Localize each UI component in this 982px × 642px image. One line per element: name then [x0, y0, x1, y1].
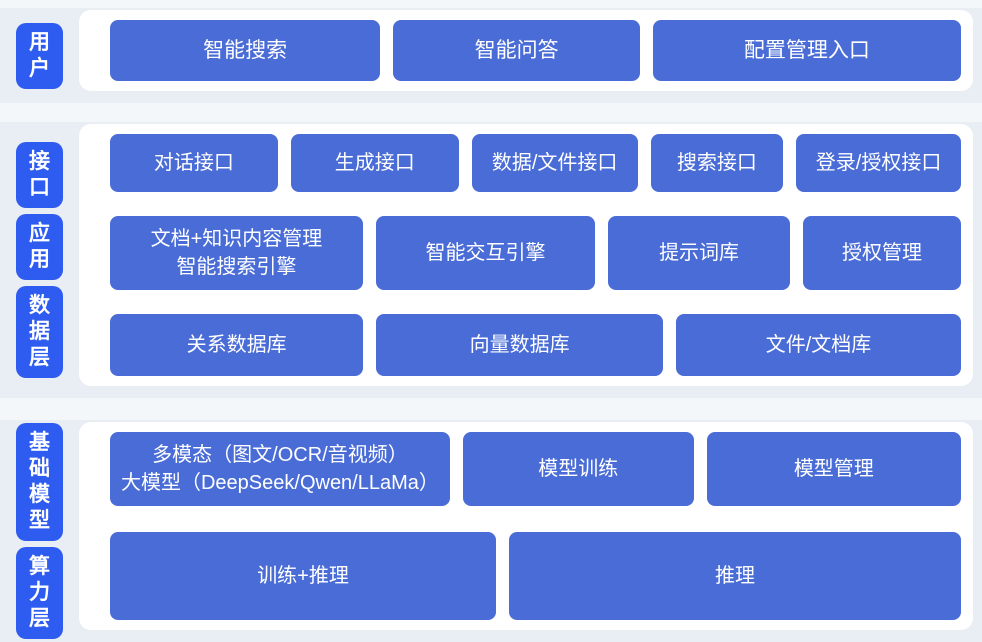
user-layer-label-col: 用户 [16, 8, 63, 103]
block-relational-db: 关系数据库 [110, 314, 364, 376]
layer-label-compute: 算力层 [16, 547, 63, 639]
block-smart-search: 智能搜索 [110, 20, 381, 81]
data-row: 关系数据库 向量数据库 文件/文档库 [110, 314, 961, 376]
block-line-2: 大模型（DeepSeek/Qwen/LLaMa） [120, 472, 439, 494]
block-dialog-api: 对话接口 [110, 134, 278, 192]
block-model-management: 模型管理 [706, 432, 962, 506]
block-interactive-engine: 智能交互引擎 [375, 216, 596, 290]
block-line-2: 智能搜索引擎 [176, 256, 297, 278]
application-row: 文档+知识内容管理 智能搜索引擎 智能交互引擎 提示词库 授权管理 [110, 216, 961, 290]
block-generation-api: 生成接口 [290, 134, 459, 192]
layer-label-foundation-model: 基础模型 [16, 423, 63, 541]
base-layer-panel: 多模态（图文/OCR/音视频） 大模型（DeepSeek/Qwen/LLaMa）… [79, 422, 973, 630]
block-multimodal-llm: 多模态（图文/OCR/音视频） 大模型（DeepSeek/Qwen/LLaMa） [110, 432, 450, 506]
block-file-doc-store: 文件/文档库 [676, 314, 961, 376]
block-config-management-entry: 配置管理入口 [652, 20, 961, 81]
section-base-layers: 基础模型 算力层 多模态（图文/OCR/音视频） 大模型（DeepSeek/Qw… [0, 420, 982, 642]
user-layer-row: 智能搜索 智能问答 配置管理入口 [110, 20, 961, 81]
section-user-layer: 用户 智能搜索 智能问答 配置管理入口 [0, 8, 982, 103]
middle-layer-panel: 对话接口 生成接口 数据/文件接口 搜索接口 登录/授权接口 文档+知识内容管理… [79, 124, 973, 386]
block-training-inference: 训练+推理 [110, 532, 497, 620]
middle-layer-label-col: 接口 应用 数据层 [16, 122, 63, 398]
user-layer-panel: 智能搜索 智能问答 配置管理入口 [79, 10, 973, 91]
layer-label-user: 用户 [16, 22, 63, 89]
block-data-file-api: 数据/文件接口 [471, 134, 638, 192]
layer-label-interface: 接口 [16, 142, 63, 208]
compute-row: 训练+推理 推理 [110, 532, 961, 620]
section-middle-layers: 接口 应用 数据层 对话接口 生成接口 数据/文件接口 搜索接口 登录/授权接口… [0, 122, 982, 398]
foundation-model-row: 多模态（图文/OCR/音视频） 大模型（DeepSeek/Qwen/LLaMa）… [110, 432, 962, 506]
block-login-auth-api: 登录/授权接口 [796, 134, 961, 192]
block-prompt-library: 提示词库 [608, 216, 790, 290]
block-model-training: 模型训练 [462, 432, 694, 506]
layer-label-application: 应用 [16, 214, 63, 280]
block-line-1: 文档+知识内容管理 [150, 228, 323, 250]
base-layer-label-col: 基础模型 算力层 [16, 420, 63, 642]
block-smart-qa: 智能问答 [393, 20, 640, 81]
block-line-1: 多模态（图文/OCR/音视频） [152, 444, 408, 466]
block-vector-db: 向量数据库 [376, 314, 664, 376]
layer-label-data: 数据层 [16, 286, 63, 378]
interface-row: 对话接口 生成接口 数据/文件接口 搜索接口 登录/授权接口 [110, 134, 961, 192]
block-auth-management: 授权管理 [802, 216, 961, 290]
block-inference: 推理 [509, 532, 961, 620]
block-doc-knowledge-search-engine: 文档+知识内容管理 智能搜索引擎 [110, 216, 363, 290]
block-search-api: 搜索接口 [650, 134, 784, 192]
